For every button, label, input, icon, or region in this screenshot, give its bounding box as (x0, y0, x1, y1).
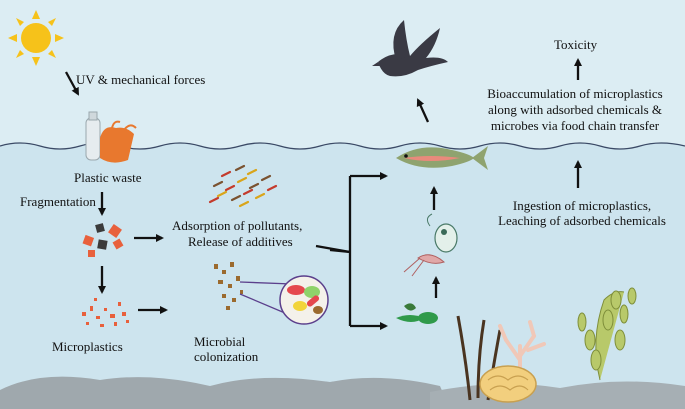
zooplankton-icon (403, 213, 458, 277)
uv-label: UV & mechanical forces (76, 72, 206, 87)
seabed (0, 376, 450, 409)
plastic-fragments-icon (82, 223, 124, 257)
adsorption-label-line2: Release of additives (188, 234, 293, 249)
algae-icon (396, 303, 438, 324)
microplastics-label: Microplastics (52, 339, 123, 354)
fragmentation-label: Fragmentation (20, 194, 96, 209)
microbial-label-line1: Microbial (194, 334, 246, 349)
bioaccumulation-label-line2: along with adsorbed chemicals & (487, 102, 662, 117)
adsorption-label-line1: Adsorption of pollutants, (172, 218, 303, 233)
pollutant-particles-icon (208, 164, 278, 208)
toxicity-label: Toxicity (554, 37, 598, 52)
plastic-waste-icon (85, 111, 137, 163)
sun-icon (8, 10, 64, 66)
bird-icon (372, 20, 448, 77)
bioaccumulation-label-line1: Bioaccumulation of microplastics (487, 86, 663, 101)
microbial-label-line2: colonization (194, 349, 259, 364)
arrows (64, 58, 582, 330)
seaweed-icon (577, 287, 637, 381)
water-body (0, 143, 685, 409)
ingestion-label-line1: Ingestion of microplastics, (512, 198, 652, 213)
microbial-colonization-icon (214, 262, 329, 325)
fish-icon (396, 146, 488, 170)
plastic-waste-label: Plastic waste (74, 170, 142, 185)
bioaccumulation-label-line3: microbes via food chain transfer (490, 118, 660, 133)
microplastics-icon (82, 298, 129, 327)
brain-coral-icon (479, 365, 537, 403)
ingestion-label-line2: Leaching of adsorbed chemicals (498, 213, 666, 228)
